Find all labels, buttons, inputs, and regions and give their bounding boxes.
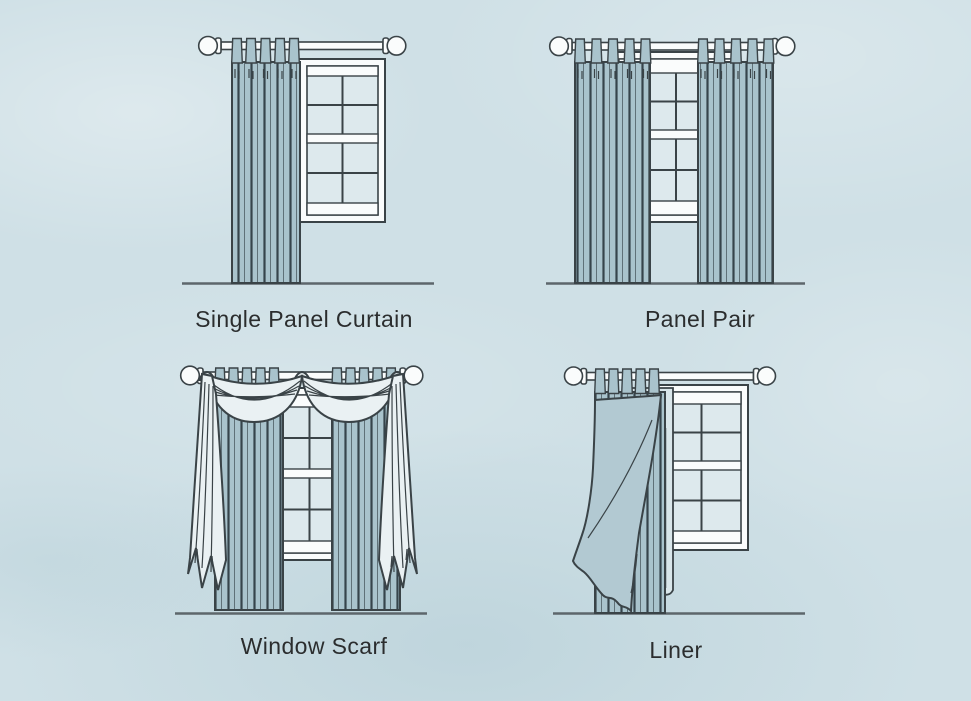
window [297,58,386,223]
window-scarf-label: Window Scarf [240,633,388,659]
scarf-cascade-left [187,372,228,591]
finial-ball [756,366,777,386]
liner-label: Liner [649,637,703,663]
curtain-rod [563,366,777,386]
tab-top [259,37,272,64]
tab-top [696,38,710,64]
curtain-panel-right [696,38,775,284]
curtain-rod [197,35,407,56]
tab-top [287,37,301,64]
tab-top [590,38,603,64]
curtain-panel-left [573,38,652,284]
tab-top [639,38,652,64]
single-panel-curtain-illustration [182,35,434,285]
single-panel-curtain-label: Single Panel Curtain [195,306,413,332]
tab-top [273,37,287,64]
window-scarf-illustration [175,365,427,615]
tab-top [573,38,587,64]
panel-pair-illustration [546,36,805,285]
tab-top [713,38,726,64]
tab-top [762,38,775,64]
liner-illustration [553,366,805,615]
finial-ball [548,36,570,57]
finial-ball [563,366,584,386]
fold-crease-lines [587,419,653,594]
pulled-back-curtain-fold [571,393,663,614]
finial-ball [386,35,407,56]
scarf [187,371,418,591]
scarf-cascade-right [377,372,418,591]
gather-hooks [700,69,772,79]
gather-hooks [234,69,297,79]
tab-top [244,37,258,64]
tab-top [746,38,759,64]
finial-ball [179,365,201,386]
tab-top [729,38,743,64]
tab-top [230,37,244,64]
tab-top [606,38,620,64]
finial-ball [403,365,424,386]
gather-hooks [577,69,649,79]
curtain-panel [230,37,301,284]
panel-pair-label: Panel Pair [644,306,756,332]
tab-top [623,38,636,64]
curtain-tabs [593,368,661,410]
finial-ball [197,35,219,56]
finial-ball [775,36,796,57]
